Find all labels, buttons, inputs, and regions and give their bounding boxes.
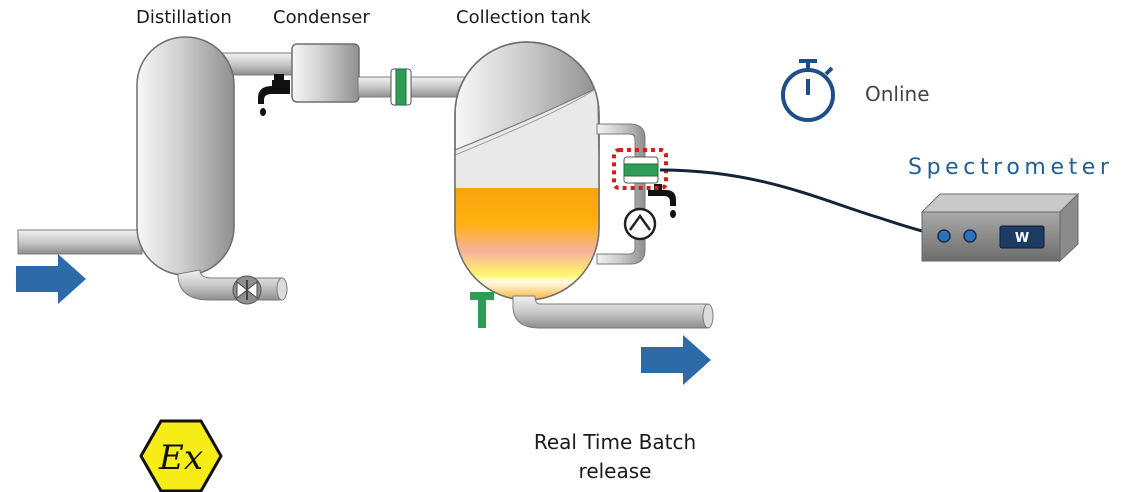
ex-symbol-icon: Ex [139, 419, 223, 492]
flow-cell [623, 156, 659, 184]
tank-drain-icon [470, 292, 494, 328]
condenser-label: Condenser [273, 7, 370, 28]
spectrometer-label: Spectrometer [908, 155, 1114, 180]
svg-text:Ex: Ex [158, 438, 203, 478]
recirculation-pipe [596, 123, 646, 265]
pump-icon [623, 207, 657, 241]
real-time-batch-release-label: Real Time Batch release [533, 430, 697, 483]
inlet-arrow [16, 254, 86, 304]
distillation-bottom-pipe [177, 269, 283, 301]
collection-tank-label: Collection tank [456, 7, 591, 28]
green-fitting [390, 68, 412, 106]
tank-liquid [455, 188, 599, 300]
condenser-tap-icon [258, 74, 290, 116]
flow-cell-highlight [612, 148, 668, 190]
stopwatch-icon [781, 59, 835, 122]
spectrometer-port [937, 229, 951, 243]
tank-outlet-pipe [512, 295, 709, 329]
inlet-pipe [17, 229, 143, 255]
transfer-pipe [357, 76, 471, 98]
loop-tap-icon [648, 184, 676, 218]
fiber-cable [659, 168, 945, 238]
outlet-arrow [641, 335, 711, 385]
condenser [291, 43, 360, 103]
spectrometer-logo: W [1015, 231, 1029, 246]
online-label: Online [865, 82, 930, 106]
distillation-column [136, 36, 235, 276]
spectrometer-led [963, 229, 977, 243]
spectrometer-device: W [920, 192, 1080, 263]
valve-icon [232, 275, 262, 305]
distillation-label: Distillation [136, 7, 232, 28]
